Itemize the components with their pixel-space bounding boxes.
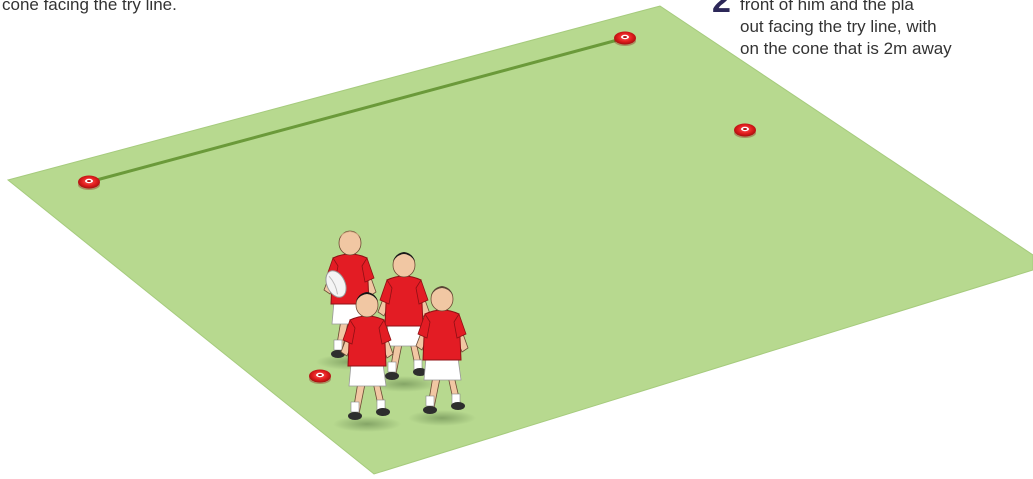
cone-icon (309, 370, 331, 385)
pitch (8, 6, 1033, 474)
instruction-line: on the cone that is 2m away (740, 38, 1033, 60)
cone-icon (734, 124, 756, 139)
instruction-text-right: front of him and the pla out facing the … (740, 0, 1033, 60)
step-number: 2 (712, 0, 731, 16)
instruction-text-left: cone facing the try line. (2, 0, 177, 15)
instruction-line: front of him and the pla (740, 0, 1033, 16)
instruction-line: out facing the try line, with (740, 16, 1033, 38)
cone-icon (614, 32, 636, 47)
cone-icon (78, 176, 100, 191)
